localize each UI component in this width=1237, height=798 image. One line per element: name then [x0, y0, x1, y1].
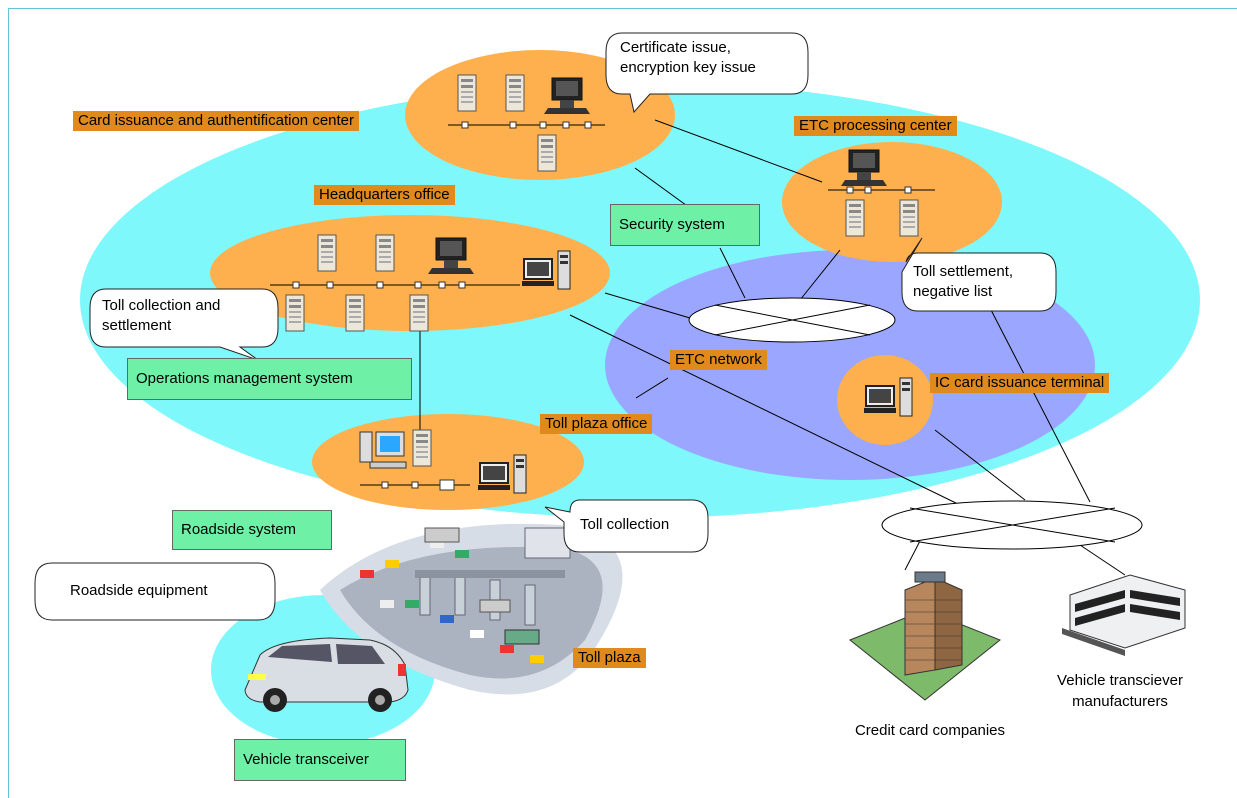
label-headquarters-office: Headquarters office: [314, 185, 455, 205]
server-tower-icon: [505, 74, 525, 112]
frame-border: [8, 8, 1237, 798]
label-roadside-system: Roadside system: [172, 510, 332, 550]
label-vehicle-transciever-manufacturers: Vehicle transciever manufacturers: [1057, 672, 1183, 710]
server-tower-icon: [285, 294, 305, 332]
callout-certificate-shape: [605, 32, 809, 114]
server-tower-icon: [457, 74, 477, 112]
server-tower-icon: [345, 294, 365, 332]
car-icon: [244, 637, 409, 712]
label-etc-network: ETC network: [670, 350, 767, 370]
callout-toll-collection: Toll collection: [580, 516, 670, 533]
etc-processing-region: [782, 142, 1002, 262]
callout-toll-settlement-negative-list: Toll settlement, negative list: [913, 263, 1014, 300]
server-tower-icon: [845, 199, 865, 237]
server-tower-icon: [537, 134, 557, 172]
label-toll-plaza-office: Toll plaza office: [540, 414, 653, 434]
callout-toll-collection-settlement: Toll collection and settlement: [102, 297, 221, 334]
label-security-system: Security system: [610, 204, 760, 246]
label-operations-management-system: Operations management system: [127, 358, 412, 400]
server-tower-icon: [412, 429, 432, 467]
desktop-pc-icon: [359, 431, 407, 469]
server-tower-icon: [899, 199, 919, 237]
headquarters-region: [210, 215, 610, 331]
callout-toll-settle-shape: [89, 288, 279, 361]
callout-certificate: Certificate issue, encryption key issue: [620, 39, 756, 76]
building-icon: [1062, 574, 1186, 656]
label-ic-card-issuance-terminal: IC card issuance terminal: [930, 373, 1110, 393]
label-credit-card-companies: Credit card companies: [854, 722, 1006, 739]
label-card-issuance-center: Card issuance and authentification cente…: [73, 111, 360, 131]
server-tower-icon: [375, 234, 395, 272]
callout-toll-collection-shape: [544, 499, 709, 553]
label-vehicle-transceiver: Vehicle transceiver: [234, 739, 406, 781]
server-tower-icon: [317, 234, 337, 272]
label-etc-processing-center: ETC processing center: [794, 116, 957, 136]
callout-roadside-equipment: Roadside equipment: [70, 582, 208, 599]
callout-negative-list-shape: [901, 237, 1057, 312]
building-icon: [849, 571, 1001, 701]
server-tower-icon: [409, 294, 429, 332]
callout-roadside-shape: [34, 562, 276, 621]
label-toll-plaza: Toll plaza: [573, 648, 646, 668]
